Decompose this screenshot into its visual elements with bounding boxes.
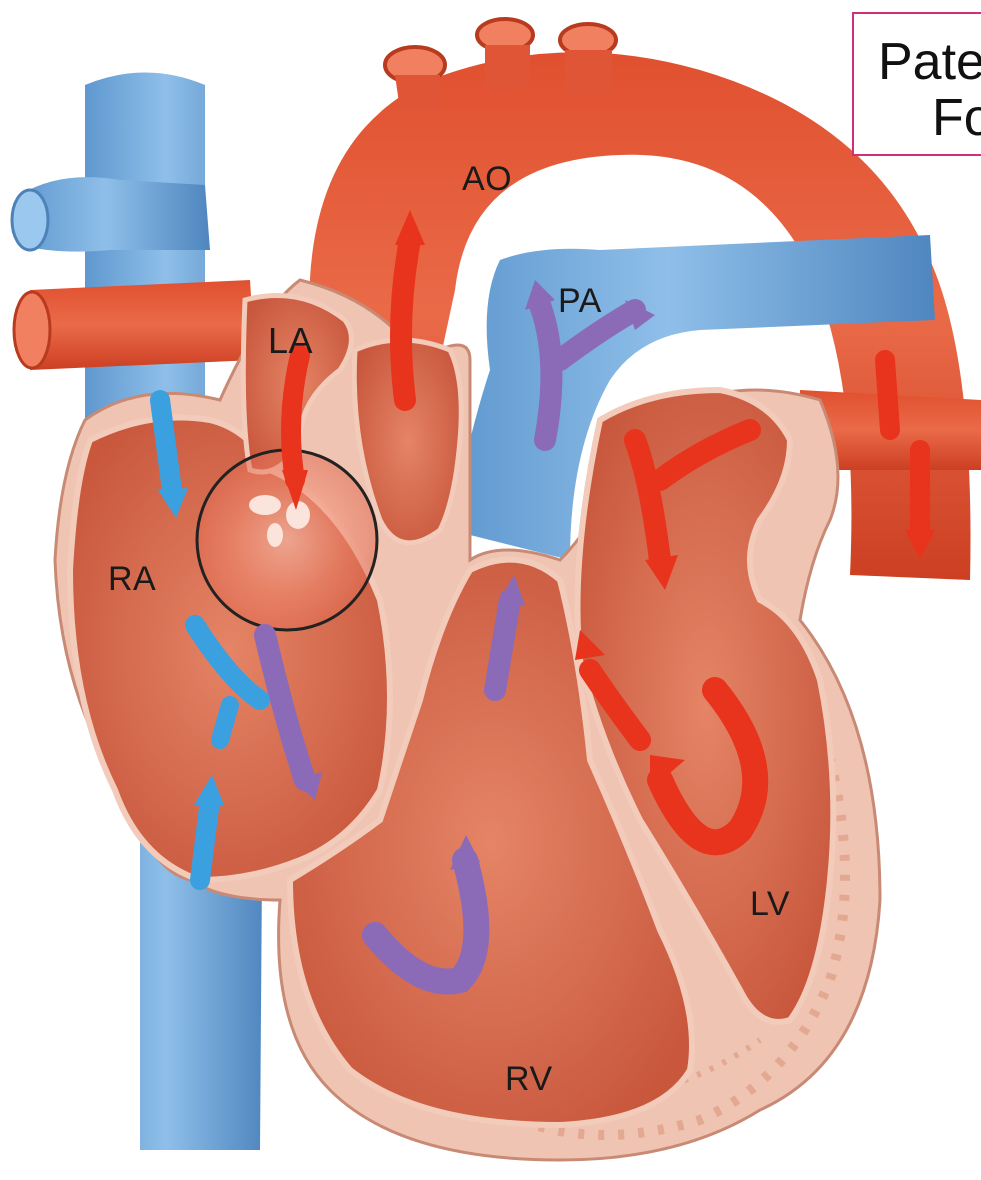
label-right-atrium: RA [108, 560, 156, 599]
label-right-ventricle: RV [505, 1060, 553, 1099]
label-pulmonary-artery: PA [558, 282, 602, 321]
title-box: Pate Fo [852, 12, 981, 156]
label-left-atrium: LA [268, 320, 313, 362]
title-line-1: Pate [878, 32, 981, 92]
title-line-2: Fo [932, 88, 981, 148]
label-left-ventricle: LV [750, 885, 790, 924]
left-red-vessel [14, 280, 255, 370]
label-aorta: AO [462, 160, 512, 199]
